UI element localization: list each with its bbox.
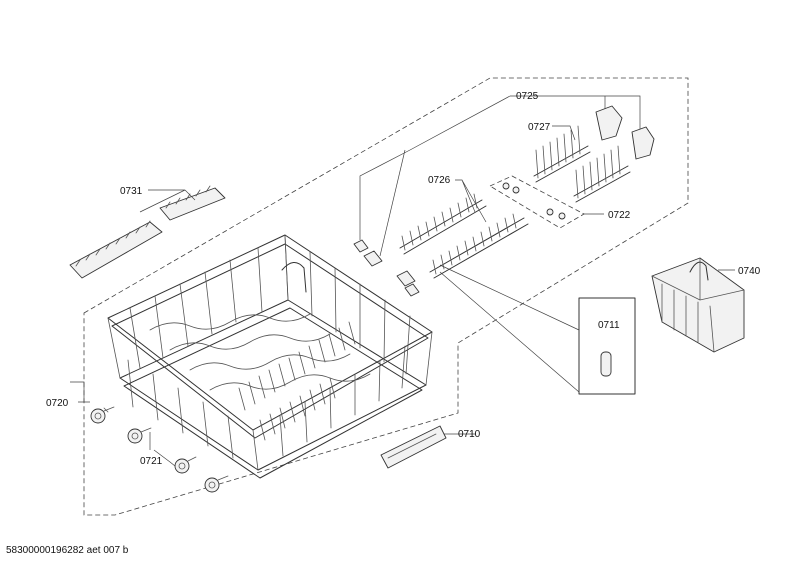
tine-rack-part-0726[interactable]: [399, 179, 529, 279]
label-0725: 0725: [516, 91, 539, 102]
label-0731: 0731: [120, 186, 143, 197]
cutlery-basket-part-0740[interactable]: [651, 257, 745, 353]
holder-clips-part-0725[interactable]: [353, 95, 655, 297]
drawing-code: 58300000196282 aet 007 b: [6, 545, 129, 556]
label-0726: 0726: [428, 175, 451, 186]
tine-rack-part-0727[interactable]: [533, 125, 631, 203]
label-0721: 0721: [140, 456, 163, 467]
lower-basket-part-0720[interactable]: [107, 234, 433, 479]
label-0720: 0720: [46, 398, 69, 409]
label-0710: 0710: [458, 429, 481, 440]
clip-part-0722[interactable]: [489, 175, 604, 229]
nameplate-part-0710[interactable]: [380, 425, 476, 469]
detail-box-part-0711[interactable]: [439, 264, 636, 395]
wheel-part-0721[interactable]: [90, 406, 229, 493]
label-0711: 0711: [598, 320, 620, 331]
label-0727: 0727: [528, 122, 551, 133]
label-0740: 0740: [738, 266, 761, 277]
tine-row-part-0731[interactable]: [69, 185, 226, 279]
label-0722: 0722: [608, 210, 631, 221]
